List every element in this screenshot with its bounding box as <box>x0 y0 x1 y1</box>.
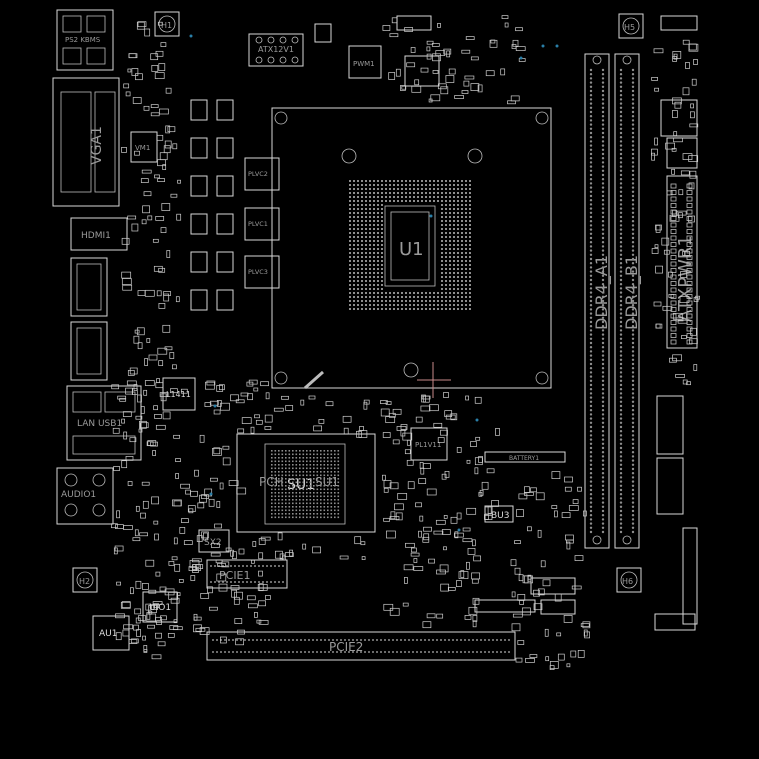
pch-ball-grid <box>271 450 340 519</box>
dimm-pin-rows <box>589 68 635 534</box>
plvc1-label: PLVC1 <box>248 220 268 228</box>
au1-chip: AU1 <box>92 615 130 651</box>
plvc2-inductor: PLVC2 <box>244 157 280 191</box>
pwm-label: PWM1 <box>353 60 375 68</box>
vm1-label: VM1 <box>135 144 150 152</box>
plvc2-label: PLVC2 <box>248 170 268 178</box>
sx2-label: SX2 <box>204 538 222 548</box>
mount-hole-h5: H5 <box>618 13 644 39</box>
right-headers <box>474 395 698 631</box>
cpu-socket: U1 <box>271 107 552 398</box>
pcie2-label: PCIE2 <box>329 640 363 654</box>
lga-pad-dots <box>349 180 471 310</box>
pcie-pin-rows <box>210 565 510 653</box>
mount-hole-h1: H1 <box>154 11 180 37</box>
pl1v-inductor: PL1V11 <box>410 427 448 461</box>
pcie-x1-slot: PCIE1 <box>206 559 288 589</box>
h5-label: H5 <box>624 23 635 32</box>
l1-label: L1411 <box>166 390 191 399</box>
plvi-label: PL1V11 <box>415 441 441 449</box>
pcie1-label: PCIE1 <box>219 569 251 582</box>
mount-hole-h6: H6 <box>616 567 642 593</box>
hdmi-connector: HDMI1 <box>70 217 128 251</box>
battery-holder: BATTERY1 <box>484 451 566 463</box>
vga-label: VGA1 <box>89 126 105 165</box>
vm1-component: VM1 <box>130 131 158 163</box>
cpu-label: U1 <box>399 239 424 260</box>
mount-hole-h2: H2 <box>72 567 98 593</box>
dvi-connector-lower <box>70 321 108 381</box>
battery-label: BATTERY1 <box>509 455 539 462</box>
hdmi-label: HDMI1 <box>81 231 111 241</box>
h2-label: H2 <box>79 577 90 586</box>
pcb-layout-svg: PS2 KBMS VGA1 HDMI1 LAN USB1 AUDIO1 <box>52 9 700 670</box>
vga-connector: VGA1 <box>52 77 120 207</box>
ps2-kbms-connector: PS2 KBMS <box>56 9 114 71</box>
vias <box>189 34 559 532</box>
pwm-controller: PWM1 <box>348 45 382 79</box>
atx12v-connector: ATX12V1 <box>248 33 304 67</box>
plvc3-inductor: PLVC3 <box>244 255 280 289</box>
plvc1-inductor: PLVC1 <box>244 207 280 241</box>
plvc3-label: PLVC3 <box>248 268 268 276</box>
audio-connector: AUDIO1 <box>56 467 114 525</box>
sx2-crystal: SX2 <box>198 529 230 553</box>
top-right-connectors <box>314 15 698 169</box>
dvi-connector-upper <box>70 257 108 317</box>
atxpwr-label: ATXPWR1 <box>675 235 696 322</box>
ps2-kbms-label: PS2 KBMS <box>65 36 101 44</box>
lan-usb-connector: LAN USB1 <box>66 385 142 461</box>
bu3-label: BU3 <box>491 511 510 521</box>
vrm-chokes <box>190 99 234 311</box>
chip-near-pwm <box>404 55 440 87</box>
pcb-board: PS2 KBMS VGA1 HDMI1 LAN USB1 AUDIO1 <box>51 0 709 759</box>
h6-label: H6 <box>622 577 633 586</box>
pcie-x16-slot: PCIE2 <box>206 631 516 661</box>
lan-usb-label: LAN USB1 <box>77 419 122 429</box>
dimm-slot-a: DDR4_A1 <box>584 53 612 549</box>
h1-label: H1 <box>161 21 172 30</box>
atx12v-label: ATX12V1 <box>258 45 294 54</box>
smd-components <box>111 15 700 670</box>
pch-label: SU1 <box>287 477 315 493</box>
audio-label: AUDIO1 <box>61 490 96 500</box>
au1-label: AU1 <box>99 629 117 639</box>
uio1-label: UIO1 <box>149 603 171 613</box>
dimm-slot-b: DDR4_B1 <box>614 53 642 549</box>
